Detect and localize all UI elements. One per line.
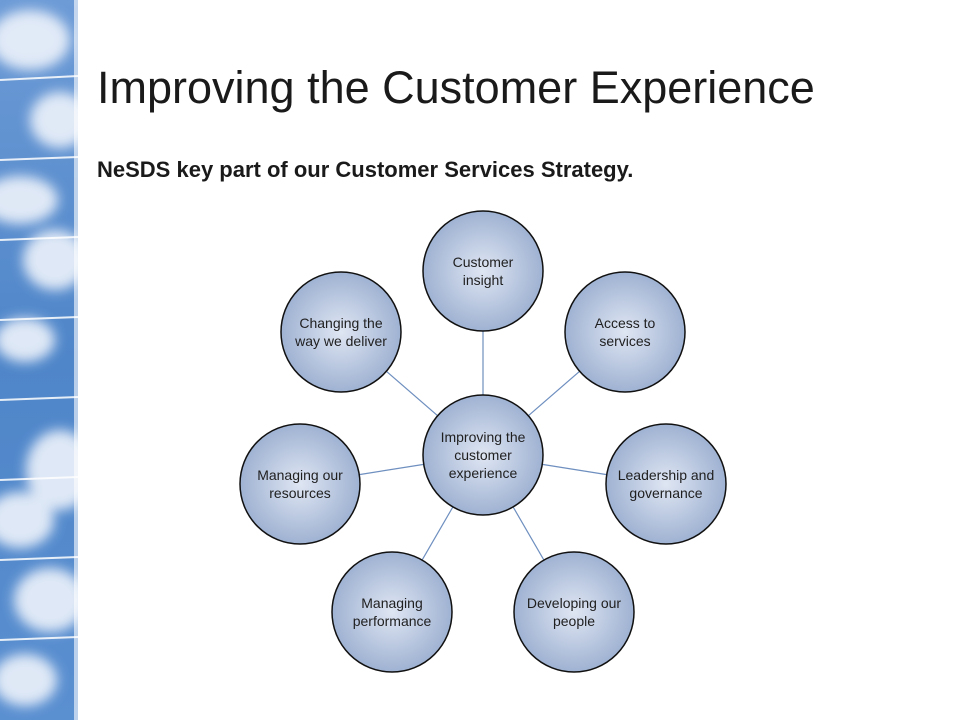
connector-developing-our-people — [512, 506, 545, 561]
slide-title: Improving the Customer Experience — [97, 62, 815, 113]
node-label: Improving the — [441, 429, 526, 445]
node-label: resources — [269, 485, 330, 501]
node-label: insight — [463, 272, 504, 288]
sky-strip-decoration — [0, 0, 78, 720]
node-circle — [605, 423, 727, 545]
node-label: people — [553, 613, 595, 629]
node-label: governance — [629, 485, 702, 501]
node-label: Customer — [453, 254, 514, 270]
connector-managing-performance — [421, 506, 454, 561]
node-label: Managing our — [257, 467, 343, 483]
node-circle — [564, 271, 686, 393]
node-circle — [331, 551, 453, 673]
node-leadership-and-governance: Leadership and governance — [605, 423, 727, 545]
node-center: Improving the customer experience — [422, 394, 544, 516]
node-circle — [513, 551, 635, 673]
node-changing-the-way-we-deliver: Changing the way we deliver — [280, 271, 402, 393]
node-label: Managing — [361, 595, 423, 611]
node-circle — [422, 394, 544, 516]
node-label: Leadership and — [618, 467, 715, 483]
node-label: experience — [449, 465, 518, 481]
connectors — [359, 331, 607, 561]
connector-managing-our-resources — [359, 463, 424, 476]
node-label: performance — [353, 613, 432, 629]
node-customer-insight: Customer insight — [422, 210, 544, 332]
node-label: Access to — [595, 315, 656, 331]
node-circle — [239, 423, 361, 545]
node-label: services — [599, 333, 650, 349]
node-label: customer — [454, 447, 512, 463]
node-label: Developing our — [527, 595, 622, 611]
slide-subtitle: NeSDS key part of our Customer Services … — [97, 157, 634, 182]
node-managing-our-resources: Managing our resources — [239, 423, 361, 545]
node-label: Changing the — [299, 315, 383, 331]
connector-access-to-services — [528, 370, 580, 417]
node-access-to-services: Access to services — [564, 271, 686, 393]
connector-leadership-and-governance — [542, 463, 607, 476]
node-circle — [280, 271, 402, 393]
node-label: way we deliver — [294, 333, 387, 349]
node-developing-our-people: Developing our people — [513, 551, 635, 673]
connector-changing-the-way-we-deliver — [386, 370, 438, 417]
diagram-nodes: Improving the customer experience Customer i… — [239, 210, 727, 673]
node-managing-performance: Managing performance — [331, 551, 453, 673]
node-circle — [422, 210, 544, 332]
